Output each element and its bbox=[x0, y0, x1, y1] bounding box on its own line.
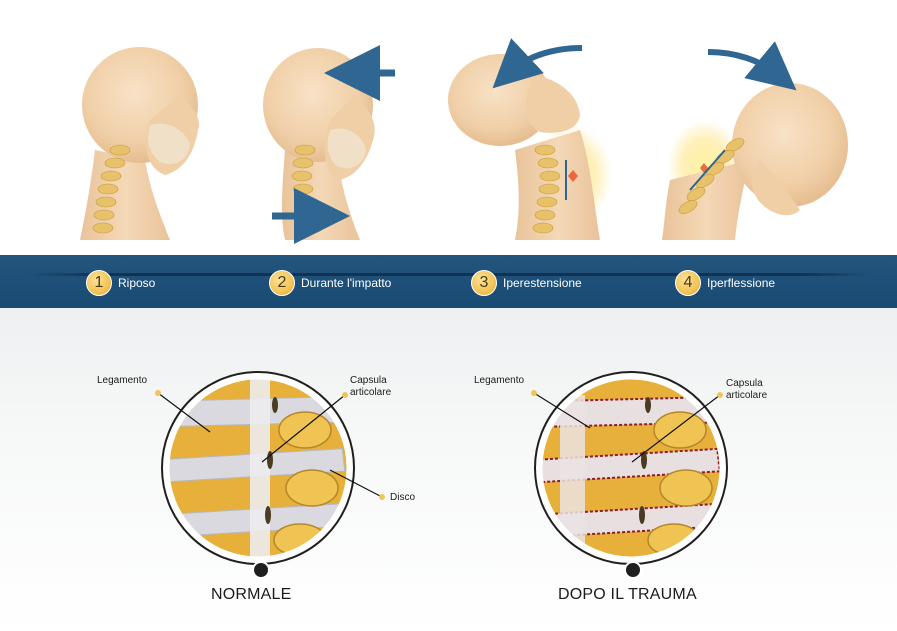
leader-lines-trauma bbox=[533, 392, 721, 463]
stretch-arrow-icon bbox=[689, 149, 726, 191]
spine-trauma-illustration bbox=[534, 371, 728, 579]
label-ligament-trauma: Legamento bbox=[474, 375, 525, 386]
label-dots-trauma bbox=[531, 390, 723, 398]
arrow-rotate-forward-icon bbox=[707, 41, 797, 91]
caption-normal: NORMALE bbox=[211, 586, 292, 603]
arrow-rotate-back-icon bbox=[492, 38, 583, 89]
spine-detail-panel bbox=[0, 308, 897, 631]
step-label: Riposo bbox=[118, 276, 156, 290]
step-number-badge: 1 bbox=[86, 270, 112, 296]
label-capsule-normal-line2: articolare bbox=[350, 387, 392, 398]
step-number-badge: 3 bbox=[471, 270, 497, 296]
step-label: Iperestensione bbox=[503, 276, 582, 290]
step-hyperextension: 3 Iperestensione bbox=[471, 269, 582, 297]
steps-band: 1 Riposo 2 Durante l'impatto 3 Iperesten… bbox=[0, 255, 897, 308]
label-capsule-trauma-line2: articolare bbox=[726, 390, 768, 401]
step-rest: 1 Riposo bbox=[86, 269, 155, 297]
label-ligament-normal: Legamento bbox=[97, 375, 148, 386]
step-impact: 2 Durante l'impatto bbox=[269, 269, 391, 297]
head-rest-illustration bbox=[80, 47, 200, 240]
label-capsule-trauma-line1: Capsula bbox=[726, 378, 763, 389]
step-label: Durante l'impatto bbox=[301, 276, 392, 290]
step-label: Iperflessione bbox=[707, 276, 776, 290]
head-hyperextension-illustration bbox=[448, 38, 612, 240]
step-hyperflexion: 4 Iperflessione bbox=[675, 269, 775, 297]
head-hyperflexion-illustration bbox=[662, 41, 848, 240]
caption-trauma: DOPO IL TRAUMA bbox=[558, 586, 697, 603]
spine-normal-illustration bbox=[161, 371, 355, 579]
leader-lines-normal bbox=[157, 392, 383, 498]
label-disc-normal: Disco bbox=[390, 492, 416, 503]
step-number-badge: 2 bbox=[269, 270, 295, 296]
steps-timeline-line bbox=[30, 273, 870, 276]
label-dots-normal bbox=[155, 390, 385, 500]
head-impact-illustration bbox=[263, 45, 395, 244]
label-capsule-normal-line1: Capsula bbox=[350, 375, 387, 386]
step-number-badge: 4 bbox=[675, 270, 701, 296]
